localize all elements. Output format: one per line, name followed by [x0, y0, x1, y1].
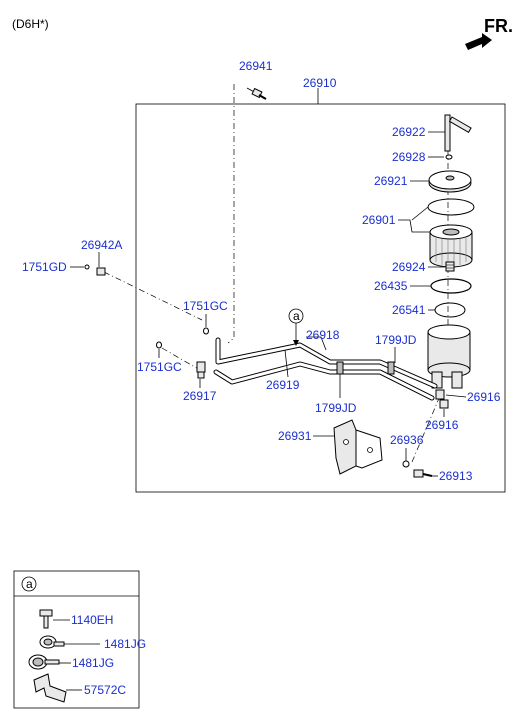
clip-1799JD-lower: [336, 361, 344, 375]
callout-26922: 26922: [392, 125, 426, 139]
marker-a-label: a: [293, 309, 300, 323]
legend-clamp-1481JG-upper: [39, 635, 65, 649]
callout-1799JD-lower: 1799JD: [315, 401, 357, 415]
fitting-26942A: [96, 267, 106, 276]
leader-26919: [284, 349, 289, 378]
callout-26921: 26921: [374, 174, 408, 188]
o-ring-1751GD: [84, 264, 90, 270]
callout-26931: 26931: [278, 429, 312, 443]
callout-1799JD-upper: 1799JD: [375, 333, 417, 347]
front-direction-indicator: FR.: [465, 16, 513, 50]
o-ring-1751GC-upper: [203, 327, 209, 335]
legend-label-57572C: 57572C: [84, 683, 126, 697]
fitting-26916-upper: [435, 389, 445, 400]
washer-26936: [402, 460, 410, 468]
legend-box: a 1140EH 1481JG 1481JG 57572C: [13, 570, 146, 709]
callout-26936: 26936: [390, 433, 424, 447]
bolt-26941: [251, 87, 267, 100]
bolt-26913: [413, 469, 433, 478]
legend-label-1140EH: 1140EH: [71, 613, 113, 627]
handle-26922: [444, 114, 472, 152]
callout-26919: 26919: [266, 378, 300, 392]
callout-26918: 26918: [306, 328, 340, 342]
filter-housing: [427, 324, 471, 389]
callout-1751GC-upper: 1751GC: [183, 299, 228, 313]
callout-26913: 26913: [439, 469, 473, 483]
assembly-frame: [135, 103, 506, 493]
callout-26928: 26928: [392, 150, 426, 164]
front-label: FR.: [484, 16, 513, 36]
gasket-26901-a: [427, 198, 475, 216]
bracket-26931: [333, 419, 383, 475]
leader-26901: [398, 206, 430, 233]
callout-26435: 26435: [374, 279, 408, 293]
fuel-line-26919: [213, 361, 435, 401]
callout-26941: 26941: [239, 59, 273, 73]
callout-26917: 26917: [183, 389, 217, 403]
legend-bolt-1140EH: [39, 609, 53, 629]
legend-bracket-57572C: [33, 673, 67, 703]
leader-26918: [306, 336, 327, 351]
cap-26921: [428, 170, 472, 193]
o-ring-26928: [445, 154, 453, 160]
o-ring-26435: [430, 278, 472, 294]
reference-line-bracket: [411, 395, 441, 463]
fitting-26917: [196, 361, 206, 379]
reference-line-26942A: [103, 271, 203, 321]
callout-26901: 26901: [362, 213, 396, 227]
callout-1751GD: 1751GD: [22, 260, 67, 274]
leader-26916-right: [445, 394, 467, 398]
reference-line-26941: [227, 84, 235, 344]
callout-26916-lower: 26916: [425, 418, 459, 432]
legend-label-1481JG-lower: 1481JG: [72, 656, 114, 670]
callout-26942A: 26942A: [81, 238, 122, 252]
plug-26924: [445, 261, 455, 272]
variant-label: (D6H*): [12, 17, 49, 31]
callout-26910: 26910: [303, 76, 337, 90]
legend-marker-label: a: [26, 577, 33, 591]
front-arrow-icon: [465, 33, 492, 50]
o-ring-26541: [434, 302, 466, 318]
fitting-26916-lower: [439, 399, 449, 409]
legend-clamp-1481JG-lower: [28, 654, 60, 670]
callout-26541: 26541: [392, 303, 426, 317]
callout-26916-right: 26916: [467, 390, 501, 404]
callout-1751GC-lower: 1751GC: [137, 360, 182, 374]
marker-a: a: [288, 308, 304, 346]
o-ring-1751GC-lower: [156, 341, 162, 349]
legend-label-1481JG-upper: 1481JG: [104, 637, 146, 651]
filter-element-26901: [429, 224, 473, 268]
legend-marker-circle: [21, 576, 37, 592]
callout-26924: 26924: [392, 260, 426, 274]
clip-1799JD-upper: [387, 361, 395, 375]
